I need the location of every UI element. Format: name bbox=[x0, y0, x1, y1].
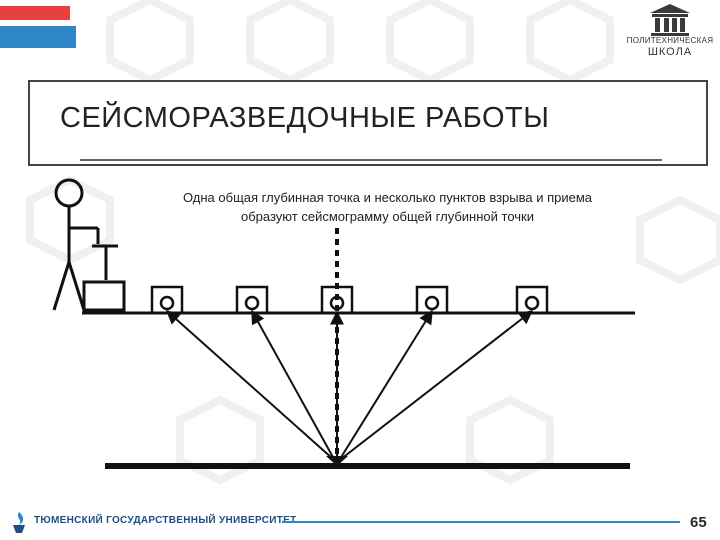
receiver bbox=[515, 285, 549, 315]
ray-4 bbox=[339, 309, 433, 460]
receiver bbox=[235, 285, 269, 315]
accent-blue-bar bbox=[0, 26, 76, 48]
subtitle-line2: образуют сейсмограмму общей глубинной то… bbox=[241, 209, 534, 224]
accent-red-bar bbox=[0, 6, 70, 20]
building-columns-icon bbox=[650, 4, 690, 36]
ray-2 bbox=[251, 309, 335, 460]
footer-rule bbox=[282, 521, 680, 523]
page-number: 65 bbox=[690, 514, 707, 531]
cdp-point bbox=[326, 456, 348, 466]
school-name-line1: ПОЛИТЕХНИЧЕСКАЯ bbox=[626, 36, 714, 45]
receiver bbox=[415, 285, 449, 315]
ray-5 bbox=[340, 310, 534, 460]
school-name-line2: ШКОЛА bbox=[647, 46, 693, 58]
operator-figure bbox=[52, 178, 100, 311]
ray-1 bbox=[165, 310, 334, 460]
recording-station bbox=[82, 244, 126, 312]
slide-subtitle: Одна общая глубинная точка и несколько п… bbox=[130, 188, 645, 226]
torch-flame-icon bbox=[13, 512, 25, 533]
slide-title: СЕЙСМОРАЗВЕДОЧНЫЕ РАБОТЫ bbox=[60, 102, 550, 134]
subtitle-line1: Одна общая глубинная точка и несколько п… bbox=[182, 190, 593, 205]
university-name: ТЮМЕНСКИЙ ГОСУДАРСТВЕННЫЙ УНИВЕРСИТЕТ bbox=[34, 515, 297, 526]
receiver bbox=[150, 285, 184, 315]
title-frame bbox=[28, 80, 708, 166]
